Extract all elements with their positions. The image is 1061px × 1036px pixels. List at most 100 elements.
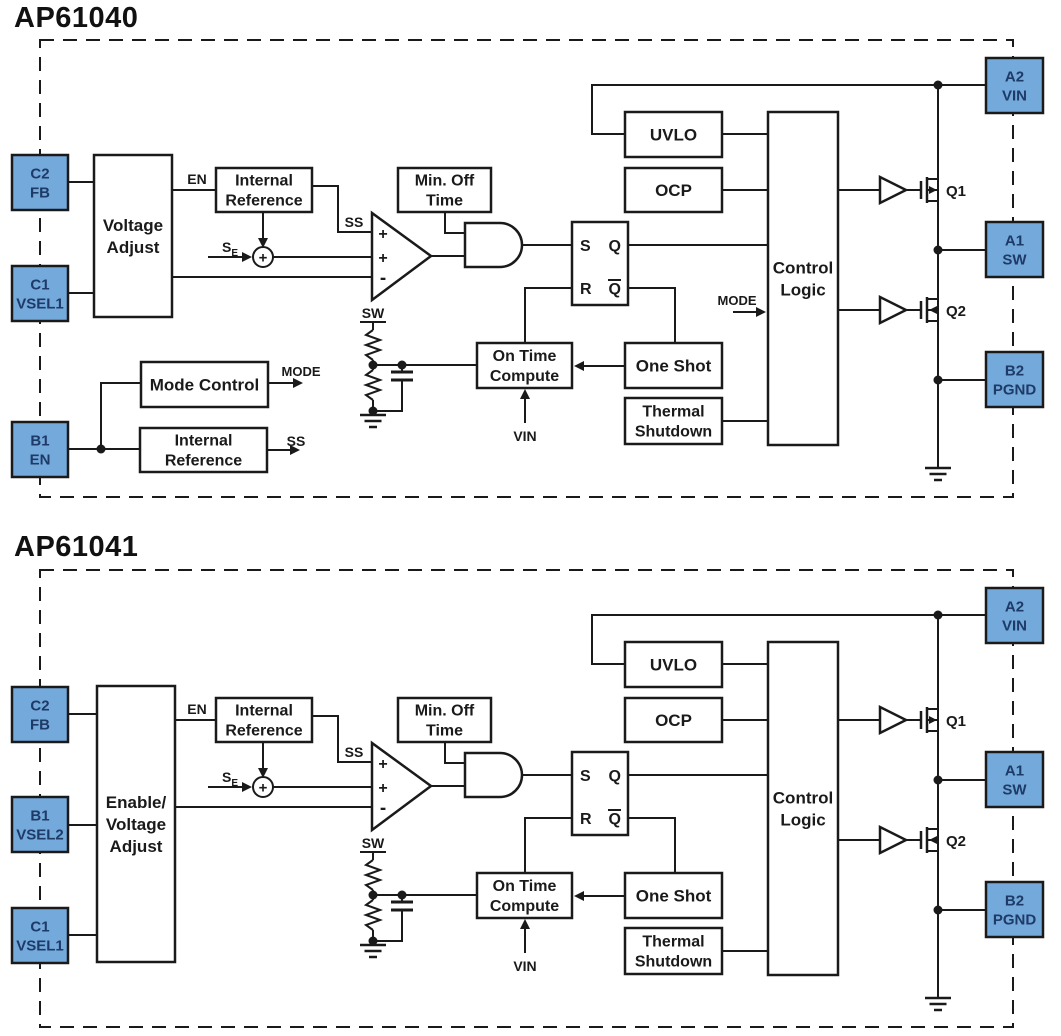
block-thermal-shutdown-label: Thermal	[642, 404, 704, 421]
block-one-shot-label: One Shot	[636, 886, 712, 905]
comparator-plus-1: +	[378, 226, 387, 243]
comparator-plus-1: +	[378, 756, 387, 773]
mosfet-q2-label: Q2	[946, 303, 966, 320]
pin-c1-vsel1-code: C1	[30, 277, 49, 294]
block-voltage-adjust-label: Voltage	[106, 815, 166, 834]
wire	[524, 817, 572, 873]
block-mode-control	[139, 360, 270, 409]
pin-a1-sw-name: SW	[1002, 252, 1027, 269]
vin-signal-label: VIN	[513, 958, 536, 974]
resistor	[363, 899, 383, 931]
sr-latch	[570, 220, 630, 307]
block-min-off-time-label: Min. Off	[415, 173, 475, 190]
wire	[100, 382, 141, 449]
error-comparator	[370, 740, 434, 833]
summing-junction	[252, 776, 274, 798]
block-uvlo-label: UVLO	[650, 655, 697, 674]
block-on-time-compute-label: Compute	[490, 898, 559, 915]
pin-c1-vsel1	[10, 906, 70, 965]
block-min-off-time-label: Time	[426, 723, 463, 740]
mosfet-arrow	[929, 716, 937, 724]
block-internal-reference-2-label: Reference	[165, 453, 242, 470]
pin-c1-vsel1-code: C1	[30, 919, 49, 936]
en-signal-label: EN	[187, 171, 206, 187]
latch-q-bar-label: Q	[609, 811, 621, 828]
pin-b1-en	[10, 420, 70, 479]
junction-dot	[368, 406, 378, 416]
block-internal-reference	[214, 696, 314, 744]
block-one-shot-label: One Shot	[636, 356, 712, 375]
pin-a2-vin	[984, 56, 1045, 115]
block-ocp	[623, 696, 724, 744]
block-min-off-time-label: Min. Off	[415, 703, 475, 720]
arrowhead	[520, 389, 530, 399]
arrowhead	[258, 238, 268, 248]
arrowhead	[574, 361, 584, 371]
comparator-minus: -	[380, 798, 386, 819]
block-uvlo	[623, 110, 724, 159]
block-voltage-adjust	[95, 684, 177, 964]
wire	[444, 212, 465, 234]
pin-c1-vsel1	[10, 264, 70, 323]
block-thermal-shutdown	[623, 926, 724, 976]
block-thermal-shutdown-label: Shutdown	[635, 424, 712, 441]
block-internal-reference-label: Internal	[235, 703, 293, 720]
block-thermal-shutdown-label: Shutdown	[635, 954, 712, 971]
block-internal-reference-2	[138, 426, 269, 474]
diagram-title-ap61041: AP61041	[14, 531, 139, 563]
block-internal-reference-2-label: Internal	[175, 433, 233, 450]
resistor	[363, 859, 383, 891]
block-voltage-adjust-label: Enable/	[106, 793, 167, 812]
pin-b2-pgnd-code: B2	[1005, 893, 1024, 910]
wire	[628, 817, 676, 873]
mosfet-q1-label: Q1	[946, 183, 966, 200]
block-thermal-shutdown-label: Thermal	[642, 934, 704, 951]
pin-a2-vin	[984, 586, 1045, 645]
junction-dot	[397, 360, 407, 370]
gate-driver-buffer	[878, 824, 909, 856]
sr-latch	[570, 750, 630, 837]
resistor	[363, 329, 383, 361]
arrowhead	[242, 252, 252, 262]
block-mode-control-label: Mode Control	[150, 375, 260, 394]
diagram-ap61041: ++-+Enable/VoltageAdjustInternalReferenc…	[10, 569, 1045, 1028]
pin-b1-en-code: B1	[30, 433, 49, 450]
latch-s-label: S	[580, 238, 591, 255]
block-on-time-compute-label: Compute	[490, 368, 559, 385]
mosfet-q1-label: Q1	[946, 713, 966, 730]
arrowhead	[574, 891, 584, 901]
pin-b1-vsel2-name: VSEL2	[16, 827, 64, 844]
block-voltage-adjust-label: Voltage	[103, 216, 163, 235]
pin-c2-fb-name: FB	[30, 185, 50, 202]
junction-dot	[368, 360, 378, 370]
ss-output-label: SS	[287, 433, 306, 449]
en-signal-label: EN	[187, 701, 206, 717]
comparator-plus-2: +	[378, 780, 387, 797]
ss-signal-label: SS	[345, 744, 364, 760]
wire	[444, 742, 465, 764]
comparator-minus: -	[380, 268, 386, 289]
sw-node-label: SW	[362, 305, 385, 321]
gate-driver-buffer	[878, 294, 909, 326]
wire	[312, 185, 372, 233]
junction-dot	[96, 444, 106, 454]
junction-dot	[933, 245, 943, 255]
block-ocp	[623, 166, 724, 214]
junction-dot	[368, 890, 378, 900]
block-one-shot	[623, 341, 724, 390]
junction-dot	[397, 890, 407, 900]
pin-b2-pgnd-code: B2	[1005, 363, 1024, 380]
block-on-time-compute-label: On Time	[493, 348, 557, 365]
mosfet-arrow	[929, 186, 937, 194]
block-min-off-time	[396, 696, 493, 744]
block-min-off-time-label: Time	[426, 193, 463, 210]
comparator-plus-2: +	[378, 250, 387, 267]
wire	[373, 380, 403, 412]
block-one-shot	[623, 871, 724, 920]
wire	[591, 84, 986, 135]
arrowhead	[242, 782, 252, 792]
block-internal-reference-label: Reference	[225, 193, 302, 210]
mosfet-q2-label: Q2	[946, 833, 966, 850]
junction-dot	[368, 936, 378, 946]
